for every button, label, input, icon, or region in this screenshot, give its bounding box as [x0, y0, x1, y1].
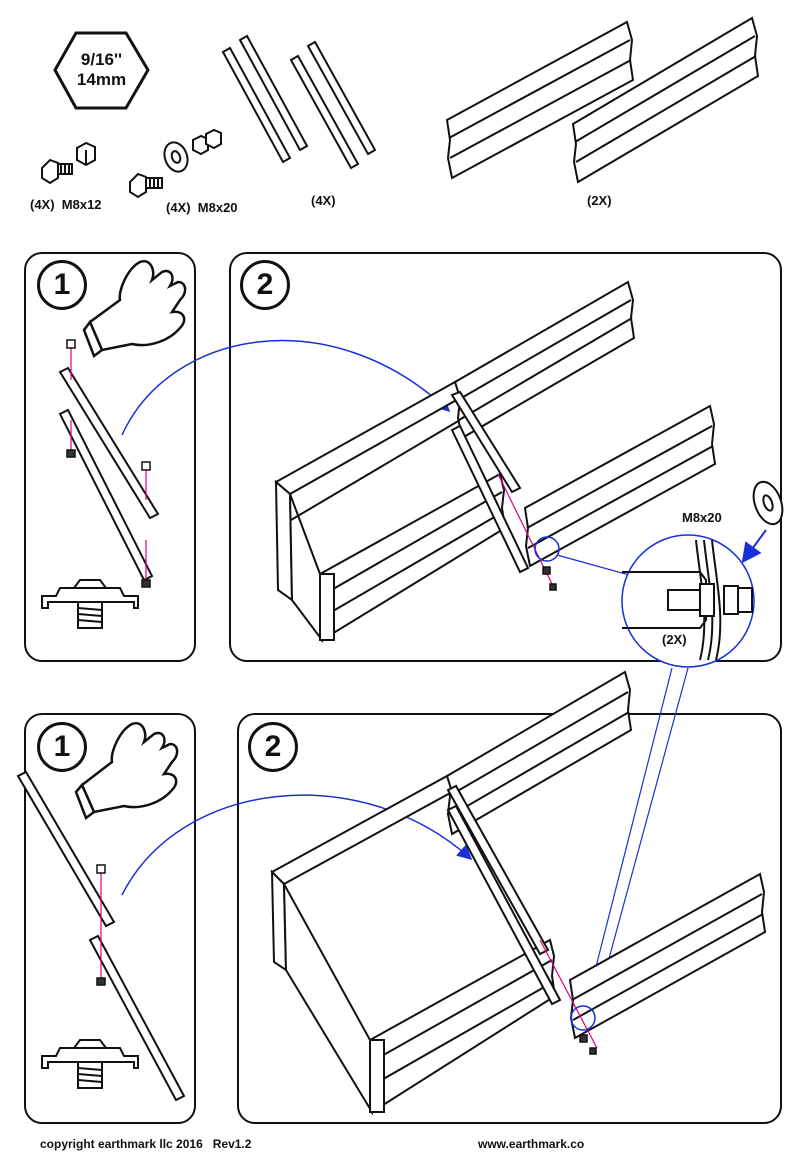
bolt-m8x12-icon — [41, 158, 73, 185]
step-number-1: 1 — [37, 260, 87, 310]
bolt-m8x20-icon — [129, 172, 163, 199]
wrench-size-mm: 14mm — [76, 70, 127, 89]
bolt-guide-lines — [70, 345, 147, 585]
washer-icon — [163, 141, 189, 173]
wrench-size-inch: 9/16'' — [80, 50, 123, 69]
bolt-small-qty: (4X) M8x12 — [30, 197, 102, 212]
raised-bed-frame — [274, 280, 717, 644]
panels-qty: (2X) — [587, 193, 612, 208]
step-number-2: 2 — [248, 722, 298, 772]
hex-wrench-icon — [53, 31, 150, 110]
rails-qty: (4X) — [311, 193, 336, 208]
panel-sheet-icon — [445, 16, 760, 184]
step-number-2: 2 — [240, 260, 290, 310]
callout-qty-label: (2X) — [662, 632, 687, 647]
step-number-1: 1 — [37, 722, 87, 772]
glove-icon — [82, 259, 187, 358]
callout-bolt-label: M8x20 — [682, 510, 722, 525]
nut-icon — [192, 128, 222, 156]
bolt-detail-icon — [41, 1039, 139, 1089]
nut-icon — [76, 141, 96, 167]
bolt-detail-icon — [41, 579, 139, 629]
washer-detail-icon — [752, 480, 784, 526]
rail-parts — [58, 366, 160, 582]
footer-website: www.earthmark.co — [478, 1137, 585, 1151]
rail-icon — [221, 34, 377, 170]
raised-bed-frame — [270, 670, 767, 1116]
rail-parts — [16, 770, 186, 1102]
wrench-size-label: 9/16'' 14mm — [55, 50, 148, 90]
bolt-large-qty: (4X) M8x20 — [166, 200, 238, 215]
footer-copyright: copyright earthmark llc 2016 Rev1.2 — [40, 1137, 252, 1151]
glove-icon — [74, 721, 179, 820]
